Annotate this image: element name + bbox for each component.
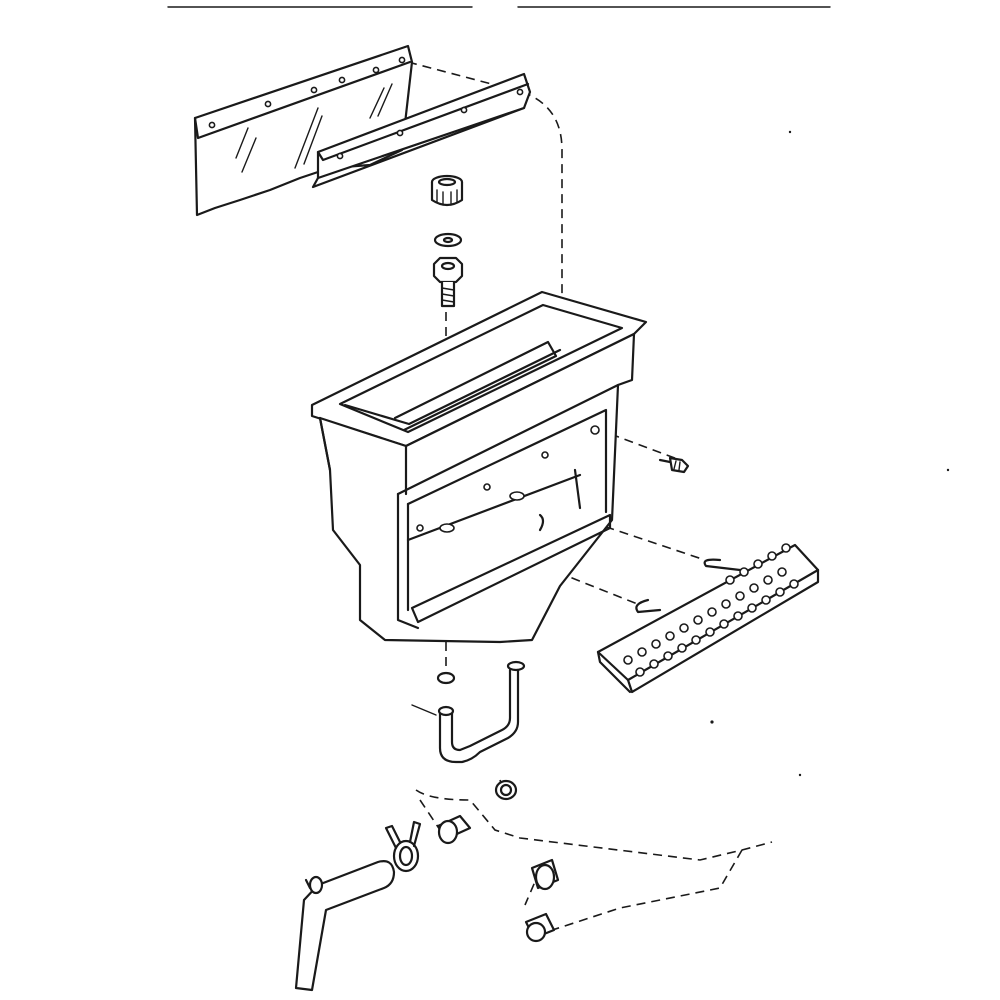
hose-clamp — [384, 820, 422, 873]
curtain-strip — [193, 44, 414, 217]
water-trough — [310, 290, 648, 644]
u-tube — [411, 660, 526, 764]
valve-cap — [430, 174, 464, 207]
valve-washer — [433, 232, 463, 248]
grommet-set — [436, 779, 560, 943]
grommet-ring-top — [494, 779, 518, 801]
curtain-rivets — [208, 56, 406, 129]
mounting-bracket — [311, 72, 532, 189]
tray-perforations — [623, 543, 799, 677]
grommet-sleeve-2 — [530, 858, 560, 891]
scan-specks — [710, 130, 950, 777]
o-ring — [436, 671, 456, 685]
drain-tube — [294, 860, 396, 992]
screw — [658, 456, 690, 474]
perforated-tray — [596, 543, 820, 694]
curtain-sheen-lines — [235, 83, 393, 173]
valve-body — [432, 256, 464, 308]
grommet-sleeve-3 — [524, 912, 556, 943]
grommet-sleeve-1 — [436, 814, 472, 845]
